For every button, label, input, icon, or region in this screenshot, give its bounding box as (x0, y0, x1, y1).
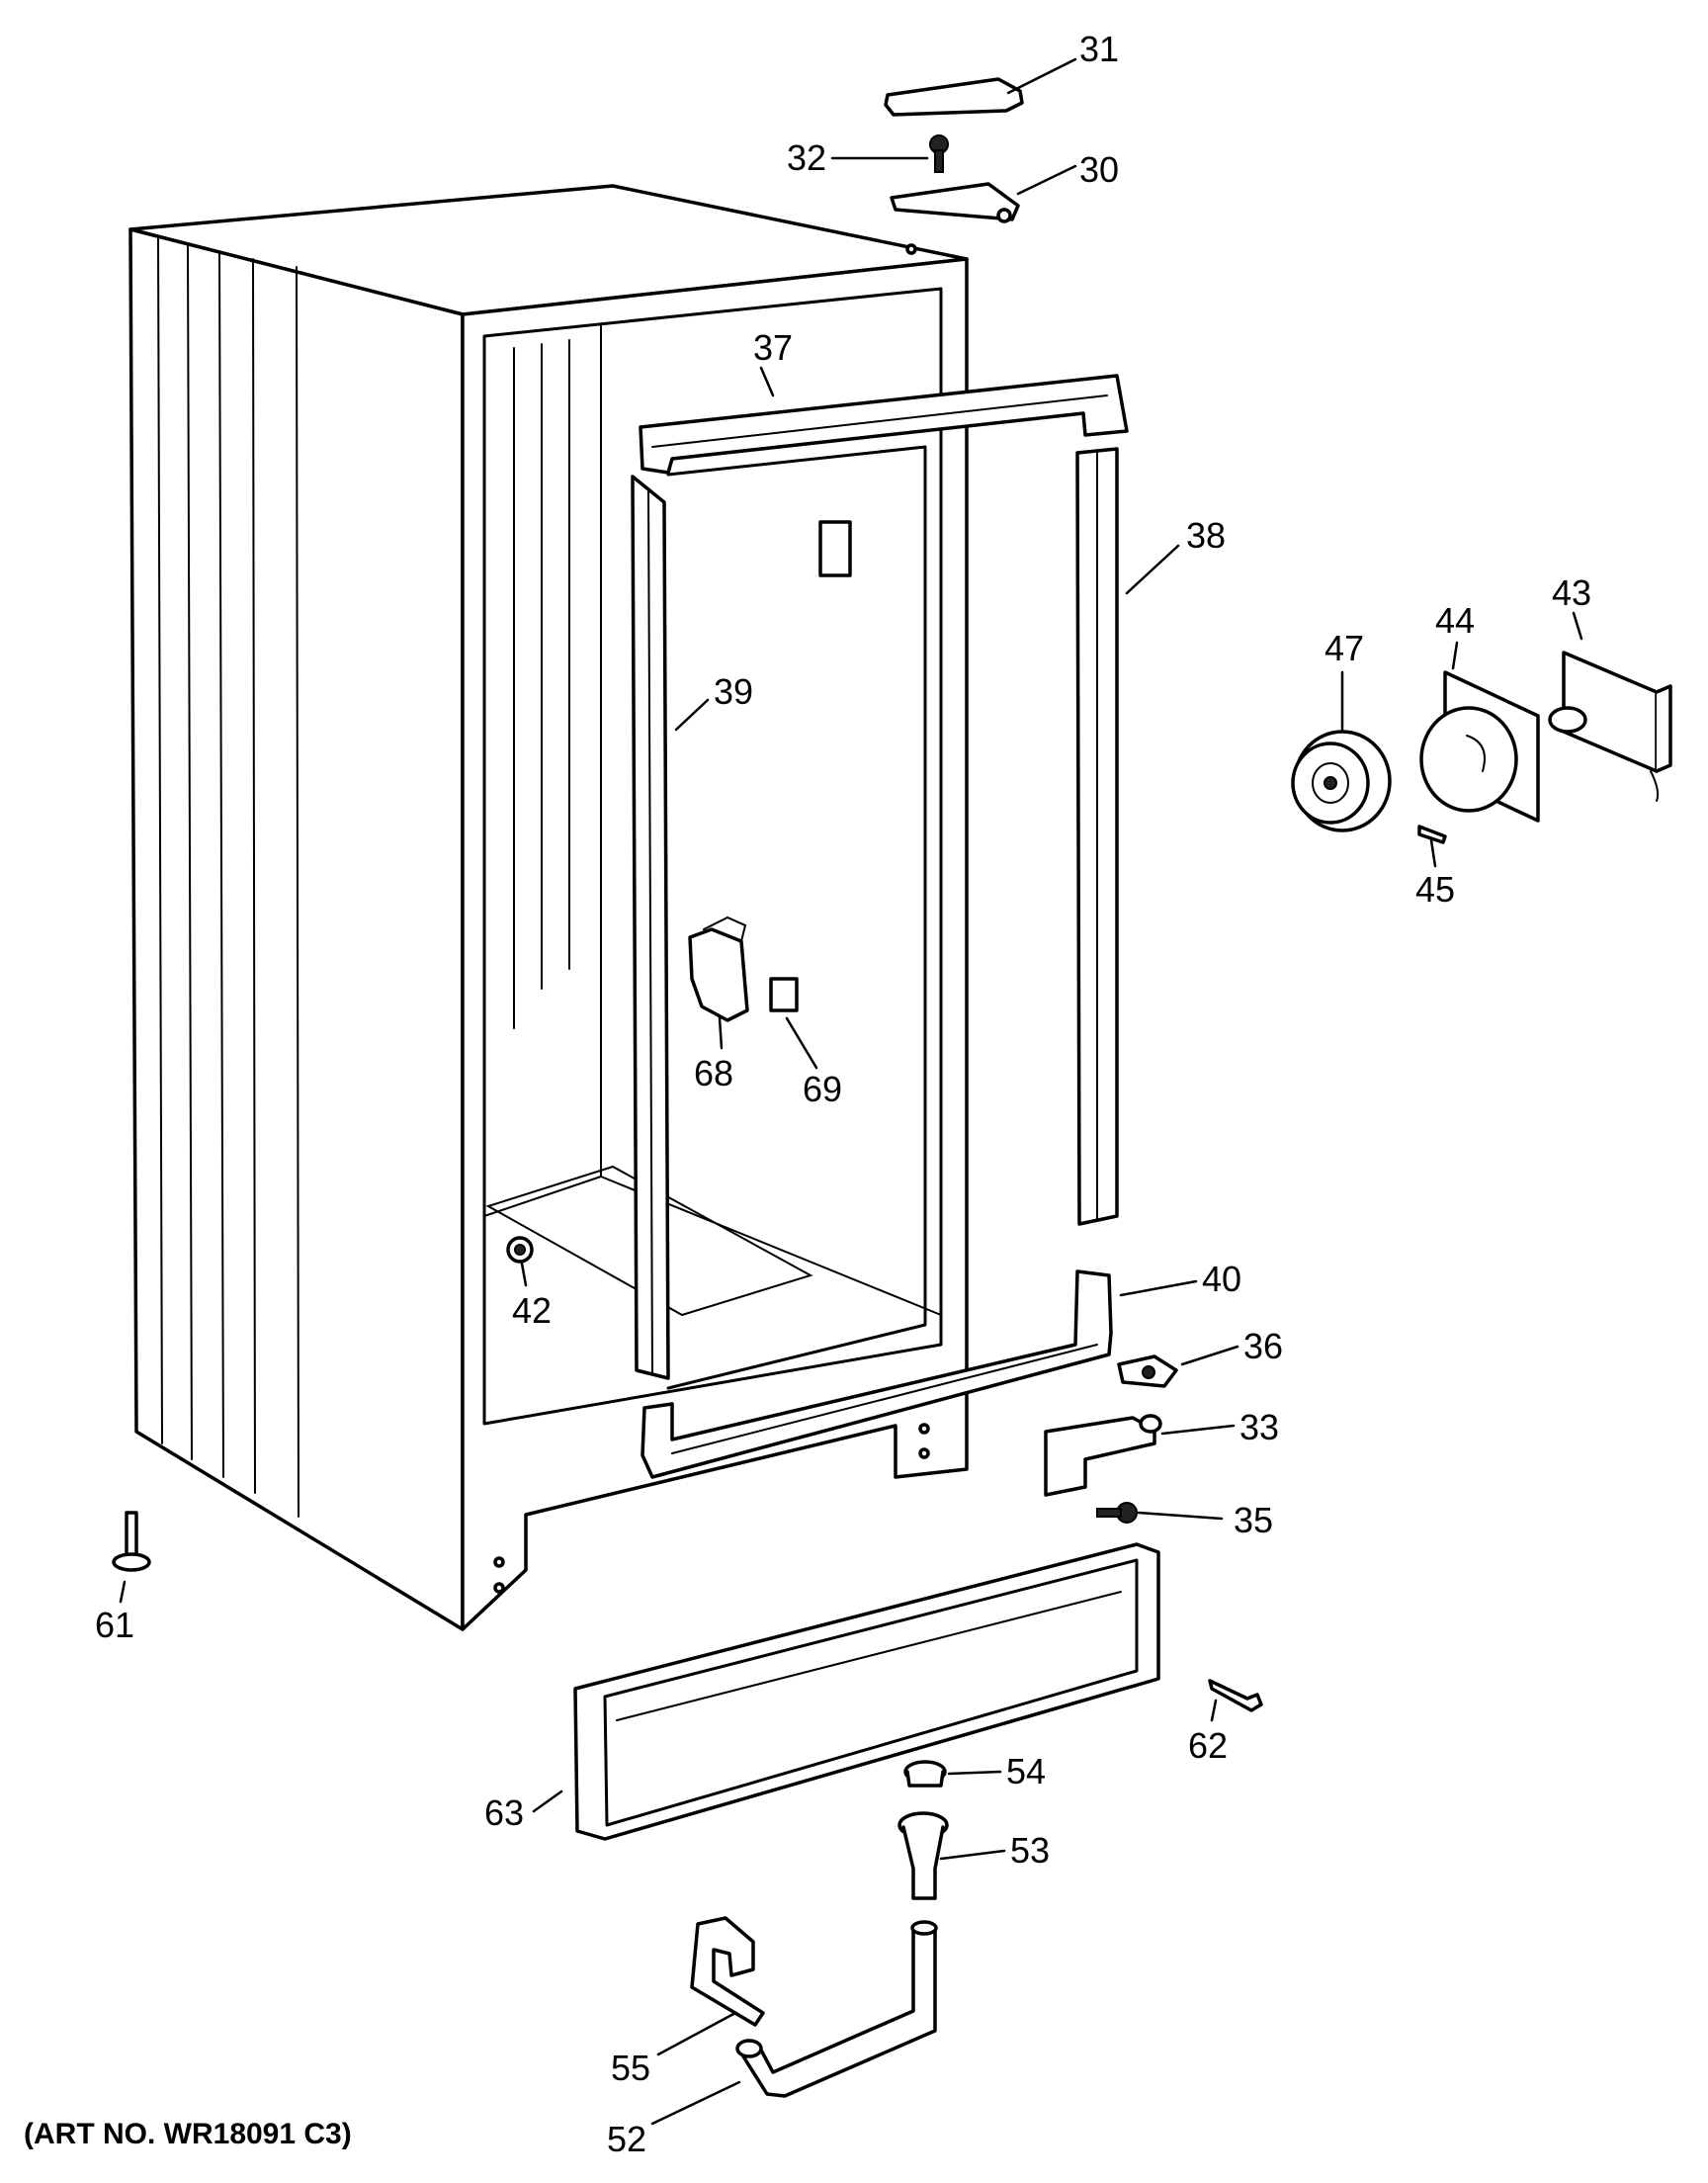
door-label-plate (818, 520, 852, 577)
screw-32 (929, 134, 949, 173)
drain-tube-52 (735, 1920, 938, 2098)
callout-53: 53 (1010, 1830, 1050, 1871)
callout-39: 39 (714, 671, 753, 712)
hinge-cover-31 (884, 77, 1024, 117)
gasket-top-37 (639, 374, 1129, 475)
leader-lines (119, 57, 1583, 2126)
callout-62: 62 (1188, 1725, 1228, 1766)
art-number: (ART NO. WR18091 C3) (24, 2118, 352, 2150)
leveling-leg-61 (112, 1511, 151, 1572)
callout-42: 42 (512, 1290, 552, 1331)
part-69 (769, 977, 799, 1012)
thermostat-43 (1548, 651, 1672, 802)
base-grille-63 (573, 1542, 1160, 1841)
gasket-right-38 (1075, 447, 1119, 1226)
callout-31: 31 (1079, 29, 1119, 69)
drain-cap-54 (903, 1760, 947, 1788)
part-42 (506, 1236, 534, 1264)
callout-43: 43 (1552, 572, 1591, 613)
callout-69: 69 (803, 1069, 842, 1109)
screw-35 (1096, 1502, 1138, 1524)
callout-54: 54 (1006, 1751, 1046, 1791)
callout-37: 37 (753, 327, 793, 368)
gasket-bottom-40 (640, 1269, 1113, 1479)
callout-32: 32 (787, 137, 826, 178)
clip-55 (690, 1916, 765, 2027)
callout-63: 63 (484, 1792, 524, 1833)
callout-35: 35 (1234, 1500, 1273, 1540)
drain-fitting-53 (897, 1811, 949, 1900)
callout-55: 55 (611, 2048, 650, 2088)
callout-38: 38 (1186, 515, 1226, 556)
callout-47: 47 (1324, 628, 1364, 668)
hinge-30 (890, 182, 1020, 223)
callout-40: 40 (1202, 1259, 1241, 1299)
bezel-44 (1419, 670, 1540, 823)
callout-52: 52 (607, 2119, 646, 2159)
callout-44: 44 (1435, 600, 1475, 641)
callout-68: 68 (694, 1053, 733, 1093)
callout-36: 36 (1243, 1326, 1283, 1366)
knob-47 (1291, 730, 1392, 832)
screw-62 (1208, 1679, 1263, 1712)
gasket-left-39 (631, 475, 670, 1380)
callout-33: 33 (1239, 1407, 1279, 1447)
hinge-pin-36 (1117, 1354, 1178, 1388)
callout-61: 61 (95, 1605, 134, 1645)
callout-45: 45 (1415, 869, 1455, 910)
screw-45 (1417, 825, 1447, 844)
bottom-hinge-33 (1044, 1414, 1162, 1497)
callout-30: 30 (1079, 149, 1119, 190)
callouts: 31 32 30 37 38 39 47 44 43 45 68 69 40 4… (95, 29, 1591, 2159)
part-68 (688, 916, 749, 1022)
